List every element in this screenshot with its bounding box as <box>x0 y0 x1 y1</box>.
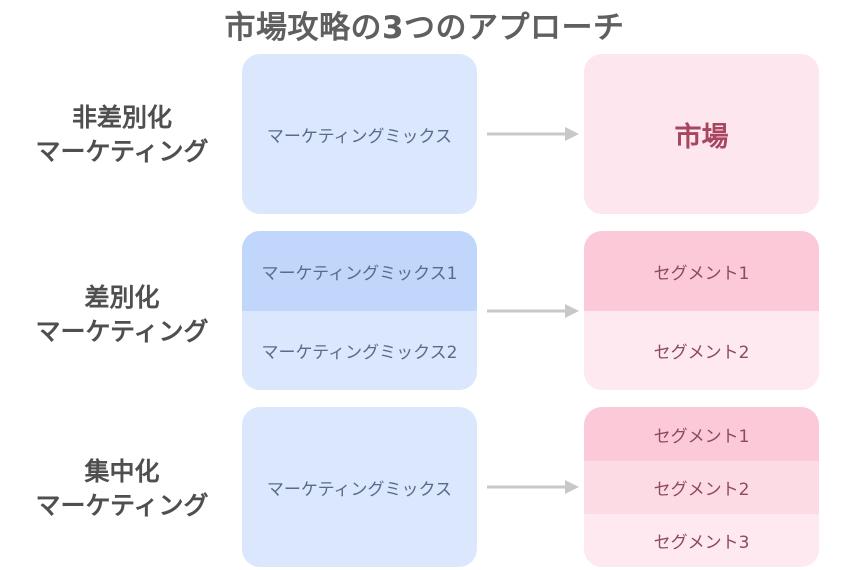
segments-box: セグメント1 セグメント2 セグメント3 <box>584 407 819 567</box>
marketing-mix-box: マーケティングミックス1 マーケティングミックス2 <box>242 231 477 390</box>
diagram-title: 市場攻略の3つのアプローチ <box>224 10 625 46</box>
marketing-mix-label: マーケティングミックス <box>242 54 477 214</box>
segment-1: セグメント1 <box>584 231 819 311</box>
market-box: 市場 <box>584 54 819 214</box>
marketing-mix-1: マーケティングミックス1 <box>242 231 477 311</box>
row-label-concentrated: 集中化 マーケティング <box>18 455 226 523</box>
marketing-mix-label: マーケティングミックス <box>242 407 477 567</box>
row-label-undifferentiated: 非差別化 マーケティング <box>18 101 226 169</box>
segments-box: セグメント1 セグメント2 <box>584 231 819 390</box>
arrow-right-icon <box>487 127 579 141</box>
row-label-line1: 非差別化 <box>71 103 172 132</box>
market-label: 市場 <box>674 121 729 153</box>
marketing-mix-2: マーケティングミックス2 <box>242 311 477 390</box>
row-label-line2: マーケティング <box>35 317 209 346</box>
row-label-line1: 集中化 <box>84 457 160 486</box>
row-label-line1: 差別化 <box>84 283 160 312</box>
row-label-line2: マーケティング <box>35 491 209 520</box>
row-label-line2: マーケティング <box>35 137 209 166</box>
segment-2: セグメント2 <box>584 461 819 514</box>
arrow-right-icon <box>487 480 579 494</box>
segment-1: セグメント1 <box>584 407 819 461</box>
arrow-right-icon <box>487 304 579 318</box>
marketing-mix-box: マーケティングミックス <box>242 54 477 214</box>
segment-2: セグメント2 <box>584 311 819 390</box>
row-label-differentiated: 差別化 マーケティング <box>18 281 226 349</box>
marketing-mix-box: マーケティングミックス <box>242 407 477 567</box>
segment-3: セグメント3 <box>584 514 819 567</box>
